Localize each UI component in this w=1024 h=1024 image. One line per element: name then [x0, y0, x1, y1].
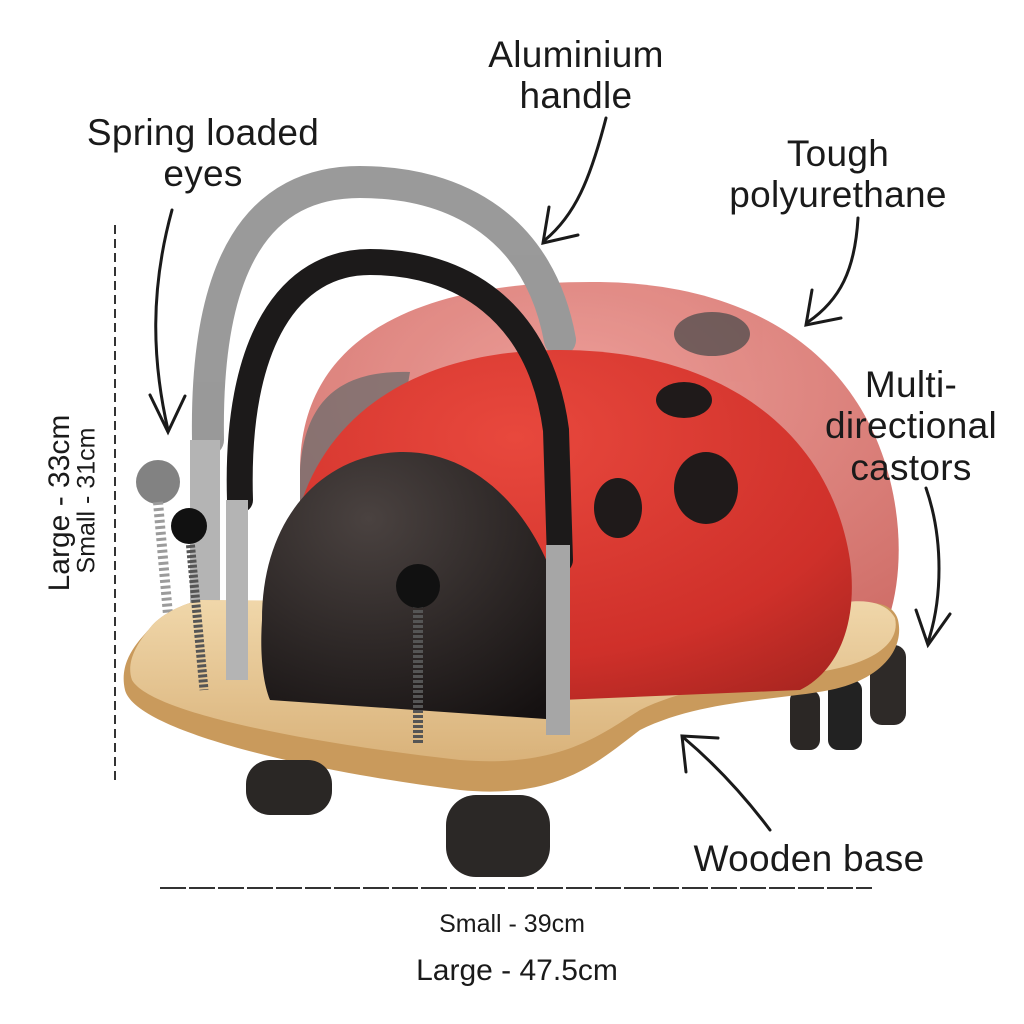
wooden-base-label: Wooden base [693, 838, 925, 879]
spring-eyes-line-2: eyes [163, 153, 243, 195]
front-castors [246, 760, 550, 877]
handle-label: Aluminium handle [458, 34, 694, 117]
castors-line-2: directional [825, 405, 997, 447]
length-large-label: Large - 47.5cm [416, 954, 618, 987]
spring-eyes-line-1: Spring loaded [86, 112, 320, 153]
spring-eyes-shape [171, 508, 440, 745]
handle-line-2: handle [519, 75, 633, 117]
black-handle-shape [226, 248, 573, 735]
shell-line-1: Tough [786, 133, 890, 174]
castors-label: Multi- directional castors [816, 364, 1006, 488]
shell-line-2: polyurethane [729, 174, 947, 216]
length-small-label: Small - 39cm [439, 910, 585, 938]
height-small-label: Small - 31cm [72, 427, 101, 574]
shell-label: Tough polyurethane [700, 133, 976, 216]
castors-line-3: castors [850, 446, 972, 488]
callout-arrows [148, 116, 952, 832]
handle-line-1: Aluminium [488, 34, 664, 75]
castors-line-1: Multi- [864, 364, 958, 405]
spring-eyes-label: Spring loaded eyes [58, 112, 348, 195]
